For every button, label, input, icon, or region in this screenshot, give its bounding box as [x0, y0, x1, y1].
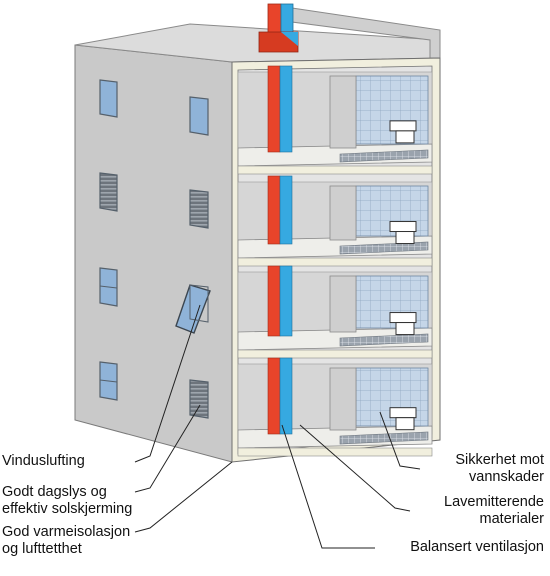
label-insulation: God varmeisolasjon og lufttetthet: [2, 524, 130, 558]
leader-insulation: [134, 461, 233, 533]
label-insulation-line2: og lufttetthet: [2, 541, 82, 557]
leader-low-emission: [299, 424, 411, 512]
label-low-emission-line1: Lavemitterende: [444, 494, 544, 510]
leader-window-ventilation: [134, 304, 201, 463]
roof-duct-supply: [280, 3, 294, 37]
slab-edge: [237, 165, 433, 175]
sunshade-blind-icon: [99, 172, 118, 212]
exhaust-duct: [267, 357, 281, 435]
bathroom-floor: [339, 333, 429, 347]
supply-duct: [279, 65, 293, 153]
label-daylight: Godt dagslys og effektiv solskjerming: [2, 484, 132, 518]
floors-group: [237, 65, 433, 457]
sink-icon: [389, 221, 417, 233]
leader-water-damage: [379, 411, 421, 470]
exhaust-duct: [267, 65, 281, 153]
leader-daylight: [134, 404, 201, 493]
partition-wall: [329, 185, 357, 241]
toilet-icon: [395, 231, 415, 245]
supply-duct: [279, 265, 293, 337]
label-water-damage: Sikkerhet mot vannskader: [455, 452, 544, 486]
label-low-emission: Lavemitterende materialer: [444, 494, 544, 528]
leader-balanced-ventilation: [281, 424, 375, 549]
label-water-damage-line2: vannskader: [469, 469, 544, 485]
exhaust-duct: [267, 175, 281, 245]
partition-wall: [329, 275, 357, 333]
label-low-emission-line2: materialer: [479, 511, 544, 527]
bathroom-floor: [339, 431, 429, 445]
sunshade-blind-icon: [189, 189, 209, 229]
sink-icon: [389, 312, 417, 324]
label-insulation-line1: God varmeisolasjon: [2, 524, 131, 540]
label-daylight-line2: effektiv solskjerming: [2, 501, 133, 517]
supply-duct: [279, 175, 293, 245]
window-mullion: [99, 285, 118, 289]
label-window-ventilation: Vinduslufting: [2, 453, 85, 470]
label-window-ventilation-text: Vinduslufting: [2, 453, 85, 469]
slab-edge: [237, 447, 433, 457]
partition-wall: [329, 75, 357, 149]
slab-edge: [237, 349, 433, 359]
label-balanced-ventilation-text: Balansert ventilasjon: [410, 539, 544, 555]
facade-windows: [99, 79, 211, 419]
roof-vent-cap-blue: [281, 32, 298, 46]
roof-duct-exhaust: [267, 3, 282, 37]
window-icon: [99, 79, 118, 118]
partition-wall: [329, 367, 357, 431]
slab-edge: [237, 257, 433, 267]
leader-lines: [134, 304, 421, 549]
exhaust-duct: [267, 265, 281, 337]
sink-icon: [389, 407, 417, 419]
toilet-icon: [395, 417, 415, 431]
toilet-icon: [395, 130, 415, 144]
window-mullion: [99, 379, 118, 383]
bathroom-tile-wall: [355, 75, 429, 145]
sunshade-blind-icon: [189, 379, 209, 419]
toilet-icon: [395, 322, 415, 336]
open-window-icon: [175, 284, 211, 334]
bathroom-floor: [339, 149, 429, 163]
label-balanced-ventilation: Balansert ventilasjon: [410, 539, 544, 556]
window-icon: [189, 96, 209, 136]
sink-icon: [389, 120, 417, 132]
label-daylight-line1: Godt dagslys og: [2, 484, 107, 500]
window-frame: [189, 284, 209, 323]
supply-duct: [279, 357, 293, 435]
label-water-damage-line1: Sikkerhet mot: [455, 452, 544, 468]
